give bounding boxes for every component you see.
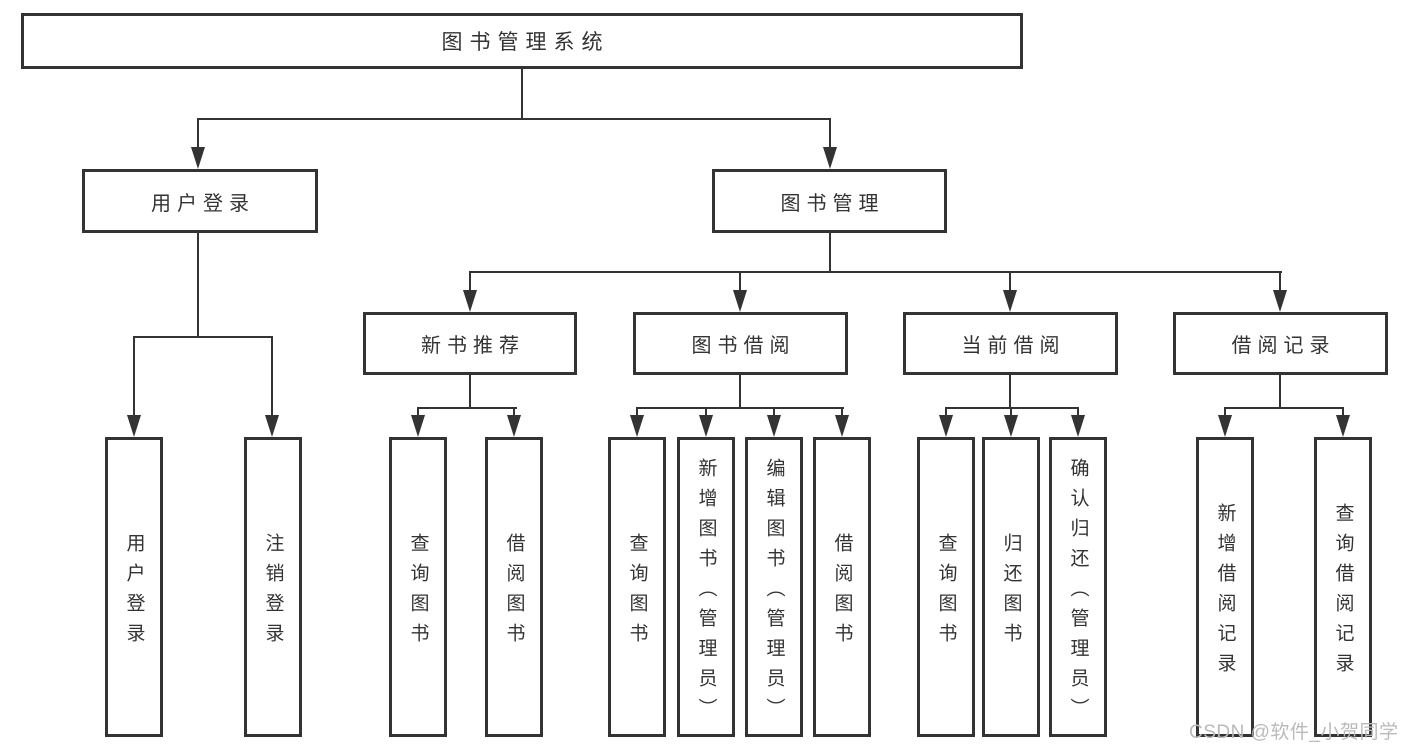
- connector-drop-br-add: [1224, 407, 1226, 419]
- connector-borrow-record-bar: [1224, 407, 1344, 409]
- arrow-to-leaf-user-login: [127, 415, 141, 437]
- connector-drop-cb-query: [945, 407, 947, 419]
- connector-root-stem: [521, 67, 523, 120]
- csdn-watermark: CSDN @软件_小贺同学: [1189, 722, 1399, 743]
- leaf-label: 新增图书（管理员）: [695, 457, 717, 728]
- arrow-to-user-login: [191, 147, 205, 169]
- node-label: 用户登录: [151, 192, 255, 215]
- arrow-to-br-query: [1336, 415, 1350, 437]
- arrow-to-bb-edit: [767, 415, 781, 437]
- arrow-to-leaf-logout: [265, 415, 279, 437]
- arrow-to-current-borrow: [1003, 290, 1017, 312]
- connector-borrow-record-stem: [1279, 375, 1281, 409]
- leaf-newbook-borrow-books: 借阅图书: [485, 437, 543, 737]
- arrow-to-cb-query: [939, 415, 953, 437]
- leaf-logout: 注销登录: [244, 437, 302, 737]
- connector-drop-bb-query: [636, 407, 638, 419]
- arrow-to-borrow-record: [1273, 290, 1287, 312]
- node-label: 新书推荐: [421, 335, 525, 357]
- leaf-record-query-record: 查询借阅记录: [1314, 437, 1372, 737]
- connector-book-borrow-stem: [739, 375, 741, 409]
- node-borrow-record: 借阅记录: [1173, 312, 1388, 375]
- connector-current-borrow-bar: [945, 407, 1079, 409]
- connector-drop-nb-query: [417, 407, 419, 419]
- leaf-user-login: 用户登录: [105, 437, 163, 737]
- leaf-label: 新增借阅记录: [1214, 502, 1236, 683]
- leaf-label: 用户登录: [123, 532, 145, 653]
- leaf-record-add-record: 新增借阅记录: [1196, 437, 1254, 737]
- leaf-label: 确认归还（管理员）: [1067, 457, 1089, 728]
- leaf-label: 编辑图书（管理员）: [763, 457, 785, 728]
- node-current-borrow: 当前借阅: [903, 312, 1118, 375]
- connector-user-login-bar: [133, 336, 273, 338]
- connector-level2-bar: [197, 118, 831, 120]
- leaf-label: 查询图书: [626, 532, 648, 653]
- connector-drop-leaf-user-login: [133, 336, 135, 418]
- leaf-current-query-books: 查询图书: [917, 437, 975, 737]
- leaf-label: 查询借阅记录: [1332, 502, 1354, 683]
- connector-drop-nb-borrow: [513, 407, 515, 419]
- node-label: 图书借阅: [691, 335, 796, 357]
- leaf-borrow-add-books-admin: 新增图书（管理员）: [677, 437, 735, 737]
- node-user-login: 用户登录: [82, 169, 318, 233]
- node-new-book-recommend: 新书推荐: [363, 312, 577, 375]
- node-label: 图书管理: [780, 192, 885, 215]
- leaf-label: 借阅图书: [503, 532, 525, 653]
- connector-book-borrow-bar: [636, 407, 844, 409]
- leaf-label: 注销登录: [262, 532, 284, 653]
- leaf-label: 归还图书: [1000, 532, 1022, 653]
- connector-new-book-bar: [417, 407, 517, 409]
- arrow-to-cb-return: [1004, 415, 1018, 437]
- connector-book-management-stem: [829, 233, 831, 273]
- leaf-newbook-query-books: 查询图书: [389, 437, 447, 737]
- leaf-current-confirm-return-admin: 确认归还（管理员）: [1049, 437, 1107, 737]
- leaf-borrow-borrow-books: 借阅图书: [813, 437, 871, 737]
- leaf-label: 借阅图书: [831, 532, 853, 653]
- connector-drop-user-login: [197, 118, 199, 150]
- arrow-to-nb-borrow: [507, 415, 521, 437]
- arrow-to-bb-borrow: [835, 415, 849, 437]
- connector-drop-current-borrow: [1009, 271, 1011, 293]
- leaf-borrow-edit-books-admin: 编辑图书（管理员）: [745, 437, 803, 737]
- node-label: 借阅记录: [1231, 335, 1336, 357]
- connector-drop-book-borrow: [739, 271, 741, 293]
- connector-drop-bb-add: [705, 407, 707, 419]
- connector-level3-bar: [469, 271, 1282, 273]
- node-label: 当前借阅: [961, 335, 1066, 357]
- connector-drop-br-query: [1342, 407, 1344, 419]
- leaf-borrow-query-books: 查询图书: [608, 437, 666, 737]
- arrow-to-book-borrow: [733, 290, 747, 312]
- leaf-current-return-books: 归还图书: [982, 437, 1040, 737]
- leaf-label: 查询图书: [935, 532, 957, 653]
- connector-drop-cb-confirm: [1077, 407, 1079, 419]
- arrow-to-cb-confirm: [1071, 415, 1085, 437]
- arrow-to-nb-query: [411, 415, 425, 437]
- arrow-to-br-add: [1218, 415, 1232, 437]
- connector-drop-borrow-record: [1279, 271, 1281, 293]
- node-root-library-system: 图书管理系统: [21, 13, 1023, 69]
- connector-drop-leaf-logout: [271, 336, 273, 418]
- arrow-to-new-book: [463, 290, 477, 312]
- connector-drop-bb-borrow: [841, 407, 843, 419]
- connector-drop-bb-edit: [773, 407, 775, 419]
- arrow-to-bb-query: [630, 415, 644, 437]
- connector-drop-new-book: [469, 271, 471, 293]
- arrow-to-bb-add: [699, 415, 713, 437]
- arrow-to-book-management: [823, 147, 837, 169]
- node-book-borrow: 图书借阅: [633, 312, 848, 375]
- connector-current-borrow-stem: [1009, 375, 1011, 409]
- connector-drop-book-management: [829, 118, 831, 150]
- node-book-management: 图书管理: [712, 169, 947, 233]
- connector-new-book-stem: [469, 375, 471, 409]
- connector-user-login-stem: [197, 233, 199, 338]
- node-label: 图书管理系统: [441, 31, 610, 54]
- leaf-label: 查询图书: [407, 532, 429, 653]
- connector-drop-cb-return: [1010, 407, 1012, 419]
